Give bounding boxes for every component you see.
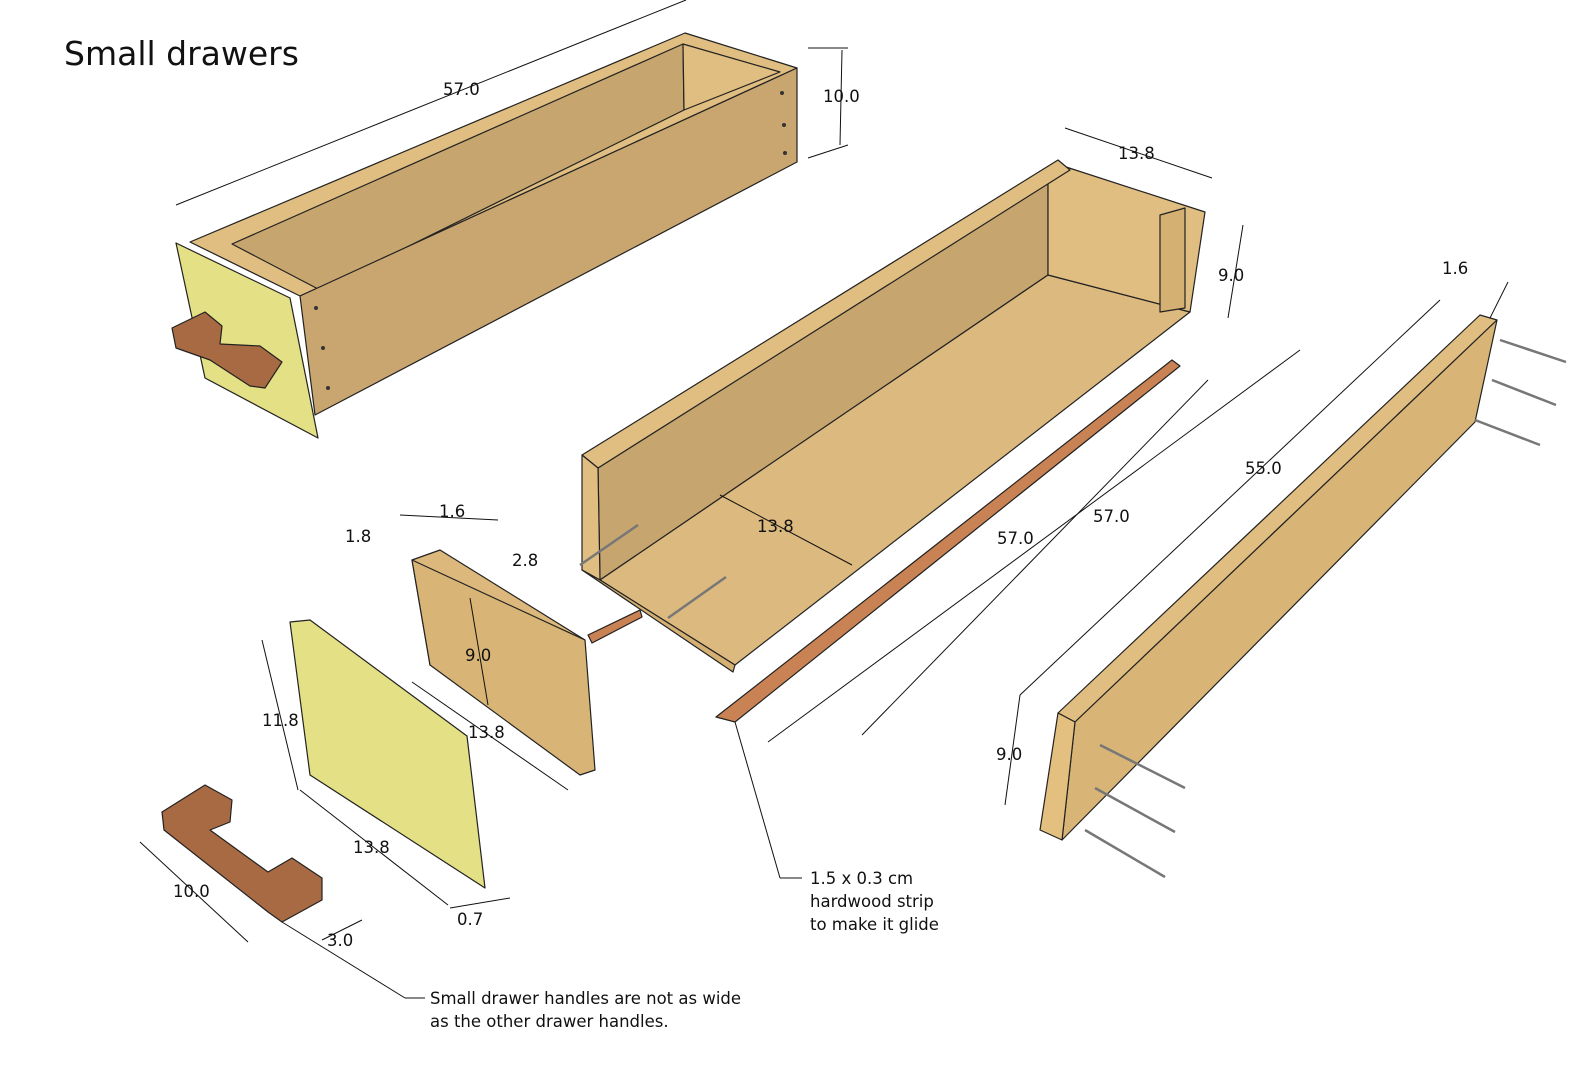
dim-label: 13.8 — [353, 838, 390, 857]
drawer-back-piece — [411, 549, 596, 776]
front-panel — [289, 619, 486, 889]
dim-label: 57.0 — [443, 80, 480, 99]
dim-label: 0.7 — [457, 910, 483, 929]
dim-label: 1.6 — [1442, 259, 1468, 278]
dim-label: 2.8 — [512, 551, 538, 570]
dim-label: 1.8 — [345, 527, 371, 546]
dim-label: 11.8 — [262, 711, 299, 730]
dim-label: 10.0 — [173, 882, 210, 901]
strip-note: 1.5 x 0.3 cm hardwood strip to make it g… — [810, 869, 939, 934]
dim-label: 1.6 — [439, 502, 465, 521]
dim-label: 10.0 — [823, 87, 860, 106]
side-panel — [1039, 314, 1498, 841]
diagram-title: Small drawers — [64, 34, 299, 73]
dim-label: 9.0 — [1218, 266, 1244, 285]
dim-label: 13.8 — [1118, 144, 1155, 163]
dim-label: 13.8 — [757, 517, 794, 536]
screws — [579, 338, 1567, 879]
dim-label: 9.0 — [465, 646, 491, 665]
dim-label: 9.0 — [996, 745, 1022, 764]
glide-strip — [715, 359, 1181, 723]
dim-label: 13.8 — [468, 723, 505, 742]
dimension-lines — [139, 0, 1509, 999]
handle — [161, 784, 323, 923]
dim-label: 57.0 — [1093, 507, 1130, 526]
glide-strip-short — [587, 609, 643, 644]
assembled-drawer — [171, 32, 798, 439]
dim-label: 57.0 — [997, 529, 1034, 548]
drawer-handle — [171, 311, 283, 389]
dimension-labels: 57.0 10.0 13.8 9.0 1.6 55.0 57.0 57.0 13… — [173, 80, 1468, 950]
handle-note: Small drawer handles are not as wide as … — [430, 989, 742, 1031]
drawer-box — [581, 159, 1206, 673]
dim-label: 3.0 — [327, 931, 353, 950]
dim-label: 55.0 — [1245, 459, 1282, 478]
